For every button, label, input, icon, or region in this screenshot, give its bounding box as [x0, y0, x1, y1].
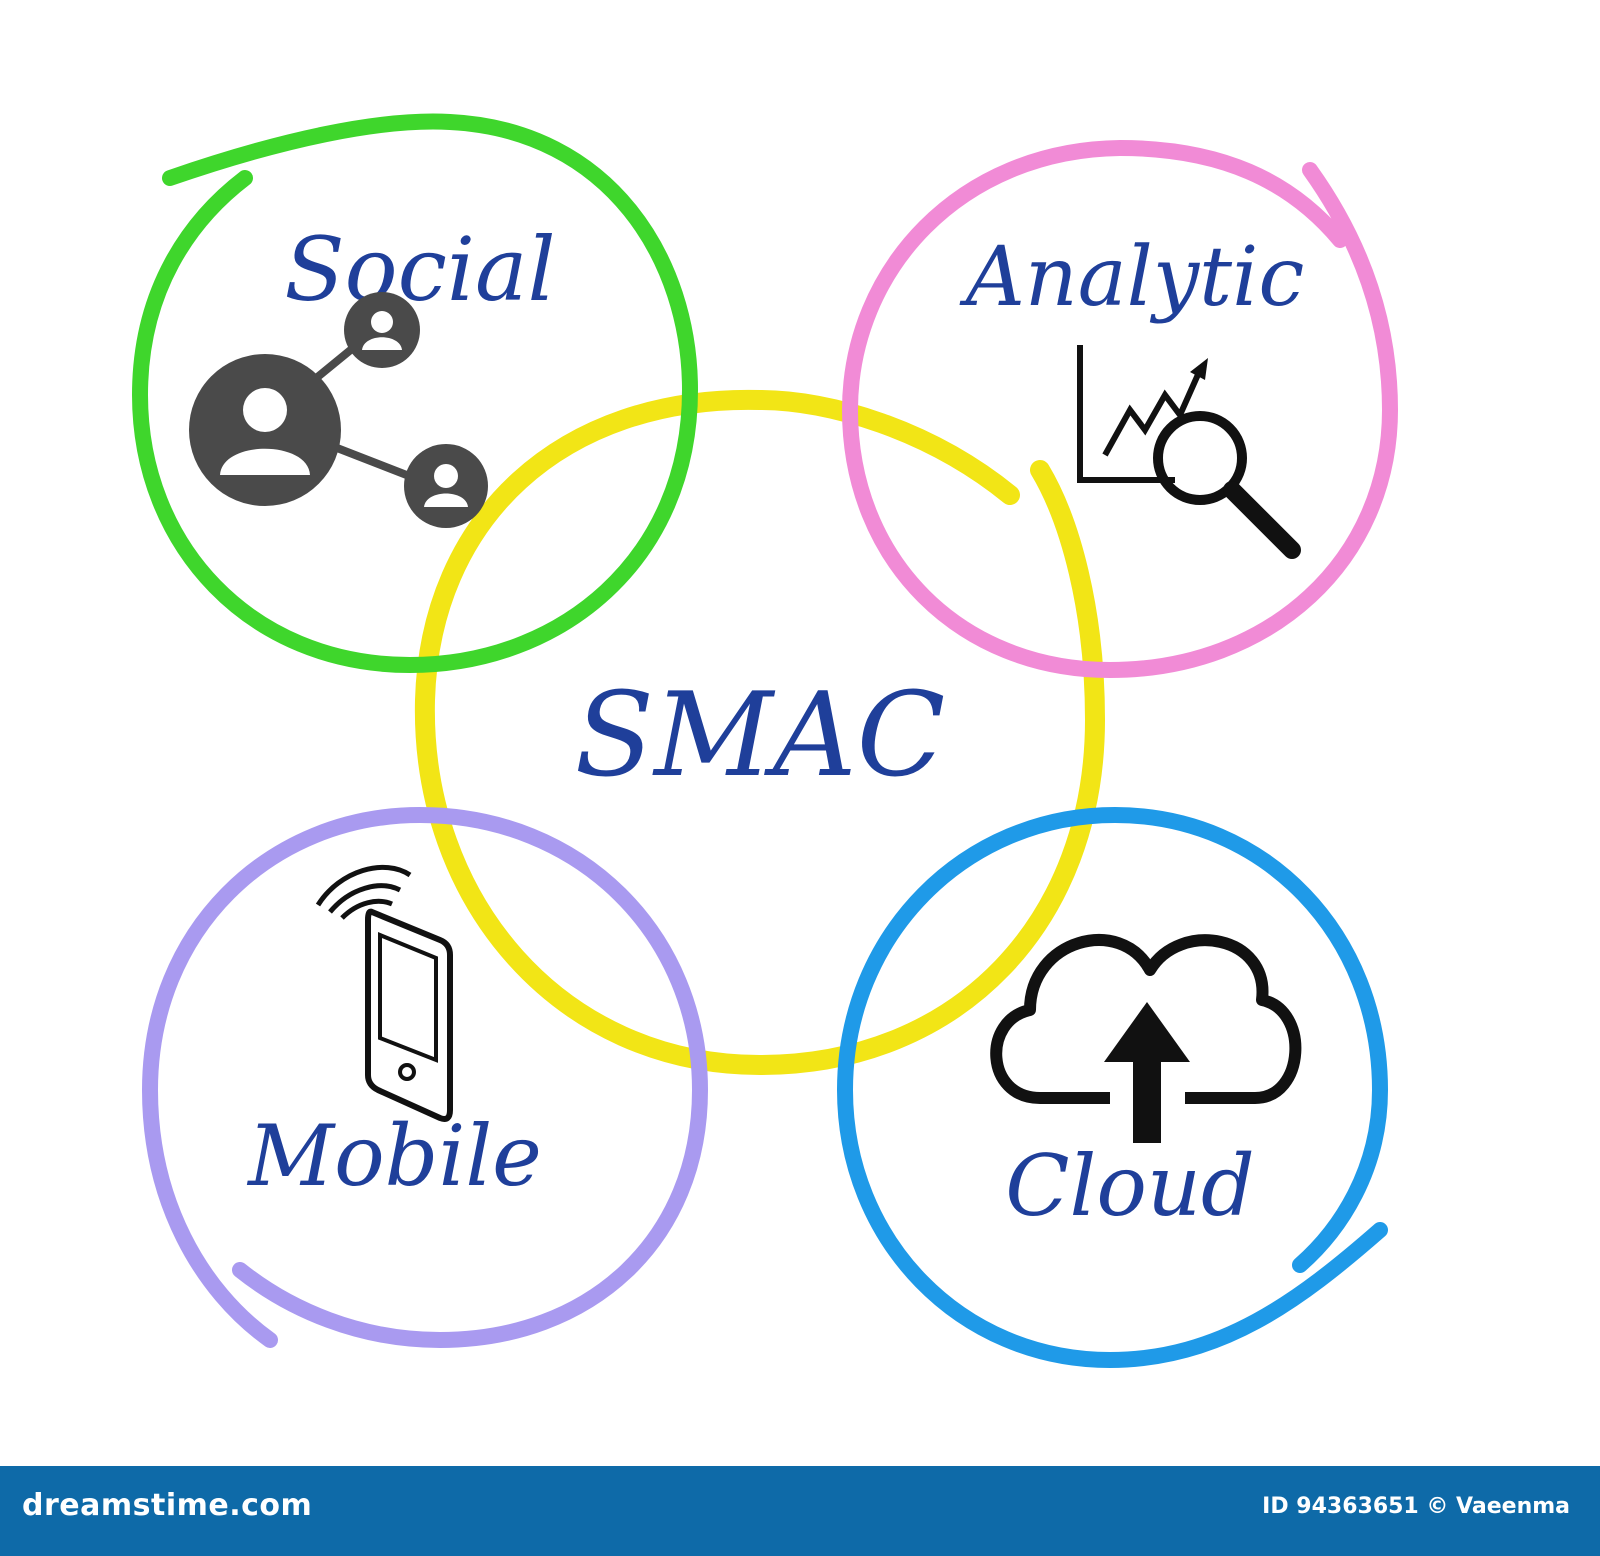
- social-ring: [131, 113, 699, 674]
- analytic-ring: [841, 139, 1399, 679]
- social-label: Social: [284, 218, 555, 321]
- analytics-chart-magnifier-icon: [1077, 345, 1301, 559]
- mobile-phone-signal-icon: [315, 864, 453, 1122]
- cloud-upload-icon: [990, 934, 1302, 1143]
- footer-credit: ID 94363651 © Vaeenma: [1262, 1494, 1570, 1519]
- social-network-icon: [189, 292, 488, 528]
- cloud-label: Cloud: [1005, 1137, 1255, 1235]
- stock-footer-bar: dreamstime.com ID 94363651 © Vaeenma: [0, 1466, 1600, 1556]
- analytic-label: Analytic: [959, 230, 1305, 325]
- cloud-ring: [836, 806, 1389, 1369]
- center-ring: [414, 389, 1106, 1076]
- mobile-label: Mobile: [246, 1107, 542, 1205]
- smac-diagram: Social Analytic Mobile Cloud SMAC: [131, 113, 1399, 1369]
- center-label: SMAC: [575, 668, 946, 803]
- footer-brand: dreamstime.com: [22, 1488, 313, 1523]
- mobile-ring: [141, 806, 709, 1349]
